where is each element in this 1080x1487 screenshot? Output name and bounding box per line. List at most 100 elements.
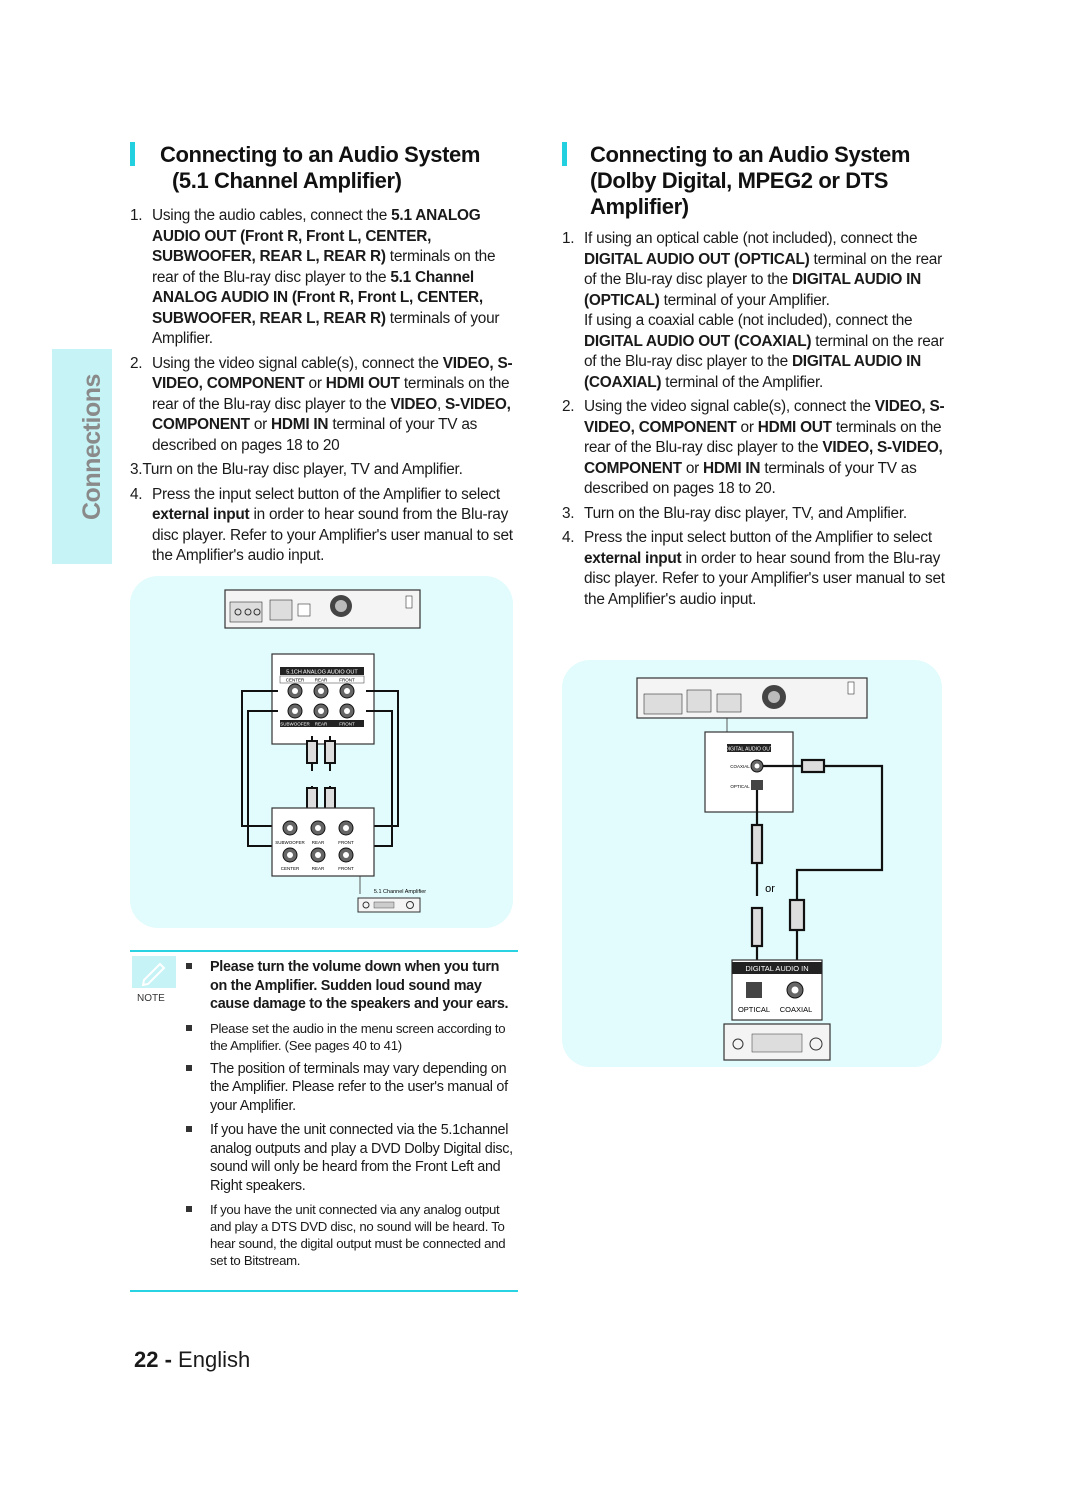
bullet-icon	[186, 1126, 192, 1132]
digital-connection-diagram: DIGITAL AUDIO OUT COAXIAL OPTICAL or DIG…	[636, 677, 884, 1061]
step-number: 1.	[130, 207, 143, 224]
bold-term: S-VIDEO, COMPONENT	[152, 395, 511, 434]
text-run: Using the video signal cable(s), connect…	[152, 354, 443, 372]
svg-text:REAR: REAR	[315, 678, 328, 683]
step-item: 1. Using the audio cables, connect the 5.…	[130, 206, 520, 350]
player-rear-panel	[636, 677, 868, 732]
text-run: Press the input select button of the Amp…	[584, 529, 932, 546]
step-number: 3.	[562, 504, 575, 522]
svg-text:DIGITAL AUDIO IN: DIGITAL AUDIO IN	[745, 964, 808, 973]
text-run: 3.Turn on the Blu-ray disc player, TV an…	[130, 461, 463, 478]
text-run: or	[736, 418, 758, 436]
bullet-icon	[186, 1024, 192, 1031]
note-text: If you have the unit connected via the 5…	[210, 1122, 513, 1194]
svg-text:SUBWOOFER: SUBWOOFER	[275, 840, 305, 845]
step-text: Press the input select button of the Amp…	[584, 529, 945, 608]
digital-cables	[750, 758, 884, 960]
svg-text:CENTER: CENTER	[281, 866, 300, 871]
bold-term: external input	[584, 549, 682, 567]
bold-term: 5.1 ANALOG AUDIO OUT (Front R, Front L, …	[152, 207, 481, 265]
left-title-line1: Connecting to an Audio System	[160, 142, 481, 167]
right-section-title: Connecting to an Audio System (Dolby Dig…	[590, 142, 970, 220]
text-run: terminal of the Amplifier.	[661, 373, 824, 391]
text-run: Using the audio cables, connect the	[152, 207, 392, 224]
note-item: Please set the audio in the menu screen …	[186, 1020, 516, 1054]
bold-term: HDMI OUT	[325, 375, 400, 392]
step-item: 3. Turn on the Blu-ray disc player, TV, a…	[562, 504, 947, 525]
digital-in-zoom: DIGITAL AUDIO IN OPTICAL COAXIAL	[731, 959, 823, 1021]
svg-text:FRONT: FRONT	[338, 866, 354, 871]
bold-term: VIDEO, S-VIDEO, COMPONENT	[584, 439, 943, 477]
svg-text:5.1 Channel Amplifier: 5.1 Channel Amplifier	[374, 889, 426, 895]
step-item: 3.Turn on the Blu-ray disc player, TV an…	[130, 460, 520, 481]
svg-text:COAXIAL: COAXIAL	[730, 764, 750, 769]
bullet-icon	[186, 1064, 192, 1071]
text-run: terminals of your TV as described on pag…	[584, 459, 917, 498]
text-run: Using the video signal cable(s), connect…	[584, 398, 875, 415]
text-run: terminal on the rear of the Blu-ray disc…	[584, 332, 944, 371]
text-run: or	[249, 416, 272, 433]
note-item: If you have the unit connected via any a…	[186, 1201, 516, 1269]
svg-text:REAR: REAR	[312, 866, 325, 871]
note-text: Please set the audio in the menu screen …	[210, 1020, 506, 1053]
bold-term: DIGITAL AUDIO OUT (OPTICAL)	[584, 250, 810, 268]
page-number: 22 -	[134, 1347, 172, 1372]
svg-text:CENTER: CENTER	[286, 678, 305, 683]
note-label: NOTE	[137, 993, 165, 1004]
text-run: ,	[436, 395, 446, 413]
analog-cables	[241, 690, 399, 847]
svg-text:FRONT: FRONT	[338, 840, 354, 845]
svg-text:COAXIAL: COAXIAL	[780, 1005, 813, 1014]
step-item: 4. Press the input select button of the A…	[562, 528, 947, 610]
text-run: terminals of your Amplifier.	[152, 309, 500, 348]
note-text: The position of terminals may vary depen…	[210, 1060, 508, 1114]
note-item: The position of terminals may vary depen…	[186, 1060, 516, 1116]
bullet-icon	[186, 963, 192, 969]
svg-text:5.1CH ANALOG AUDIO OUT: 5.1CH ANALOG AUDIO OUT	[286, 670, 358, 676]
step-text: 3.Turn on the Blu-ray disc player, TV an…	[130, 461, 463, 478]
text-run: in order to hear sound from the Blu-ray …	[152, 506, 513, 564]
text-run: or	[304, 375, 326, 392]
bold-term: HDMI IN	[271, 416, 329, 433]
bold-term: VIDEO, S-VIDEO, COMPONENT	[584, 398, 945, 436]
amplifier-icon: 5.1 Channel Amplifier	[357, 876, 426, 913]
bold-term: HDMI OUT	[757, 418, 832, 436]
step-item: 1.If using an optical cable (not include…	[562, 229, 947, 393]
note-icon	[132, 956, 176, 988]
title-accent-bar	[130, 142, 135, 166]
text-run: Turn on the Blu-ray disc player, TV, and…	[584, 504, 907, 522]
step-item: 2. Using the video signal cable(s), conne…	[562, 397, 947, 500]
analog-connection-diagram: 5.1CH ANALOG AUDIO OUT CENTER REAR FRONT…	[224, 589, 426, 913]
svg-text:FRONT: FRONT	[339, 722, 355, 727]
text-run: in order to hear sound from the Blu-ray …	[584, 549, 945, 608]
amp-jack-zoom: SUBWOOFER REAR FRONT CENTER REAR FRONT	[271, 807, 375, 877]
note-top-rule	[130, 950, 518, 952]
svg-text:REAR: REAR	[315, 722, 328, 727]
note-bottom-rule	[130, 1290, 518, 1292]
note-item: If you have the unit connected via the 5…	[186, 1121, 516, 1195]
digital-out-zoom: DIGITAL AUDIO OUT COAXIAL OPTICAL	[704, 731, 794, 813]
bold-term: DIGITAL AUDIO OUT (COAXIAL)	[584, 332, 812, 350]
bold-term: VIDEO	[390, 395, 437, 413]
step-number: 2.	[562, 398, 575, 415]
right-title-line2: (Dolby Digital, MPEG2 or DTS	[590, 168, 889, 193]
left-title-line2: (5.1 Channel Amplifier)	[172, 168, 402, 193]
svg-text:REAR: REAR	[312, 840, 325, 845]
amplifier-icon	[723, 1023, 831, 1061]
left-diagram-panel: 5.1CH ANALOG AUDIO OUT CENTER REAR FRONT…	[130, 576, 513, 928]
step-text: Press the input select button of the Amp…	[152, 486, 513, 565]
bullet-icon	[186, 1206, 192, 1212]
bold-term: external input	[152, 506, 250, 523]
bold-term: VIDEO, S-VIDEO, COMPONENT	[152, 354, 513, 393]
text-run: terminals on the rear of the Blu-ray dis…	[152, 375, 510, 413]
step-item: 4.Press the input select button of the A…	[130, 485, 520, 567]
footer-language: English	[178, 1347, 251, 1372]
step-number: 1.	[562, 230, 575, 247]
svg-text:DIGITAL AUDIO OUT: DIGITAL AUDIO OUT	[725, 747, 773, 753]
right-steps: 1.If using an optical cable (not include…	[562, 229, 947, 614]
bold-term: DIGITAL AUDIO IN (COAXIAL)	[584, 353, 922, 391]
text-run: or	[681, 459, 704, 477]
right-title-line3: Amplifier)	[590, 194, 689, 219]
player-jack-zoom: 5.1CH ANALOG AUDIO OUT CENTER REAR FRONT…	[271, 653, 375, 745]
step-number: 4.	[562, 529, 575, 546]
